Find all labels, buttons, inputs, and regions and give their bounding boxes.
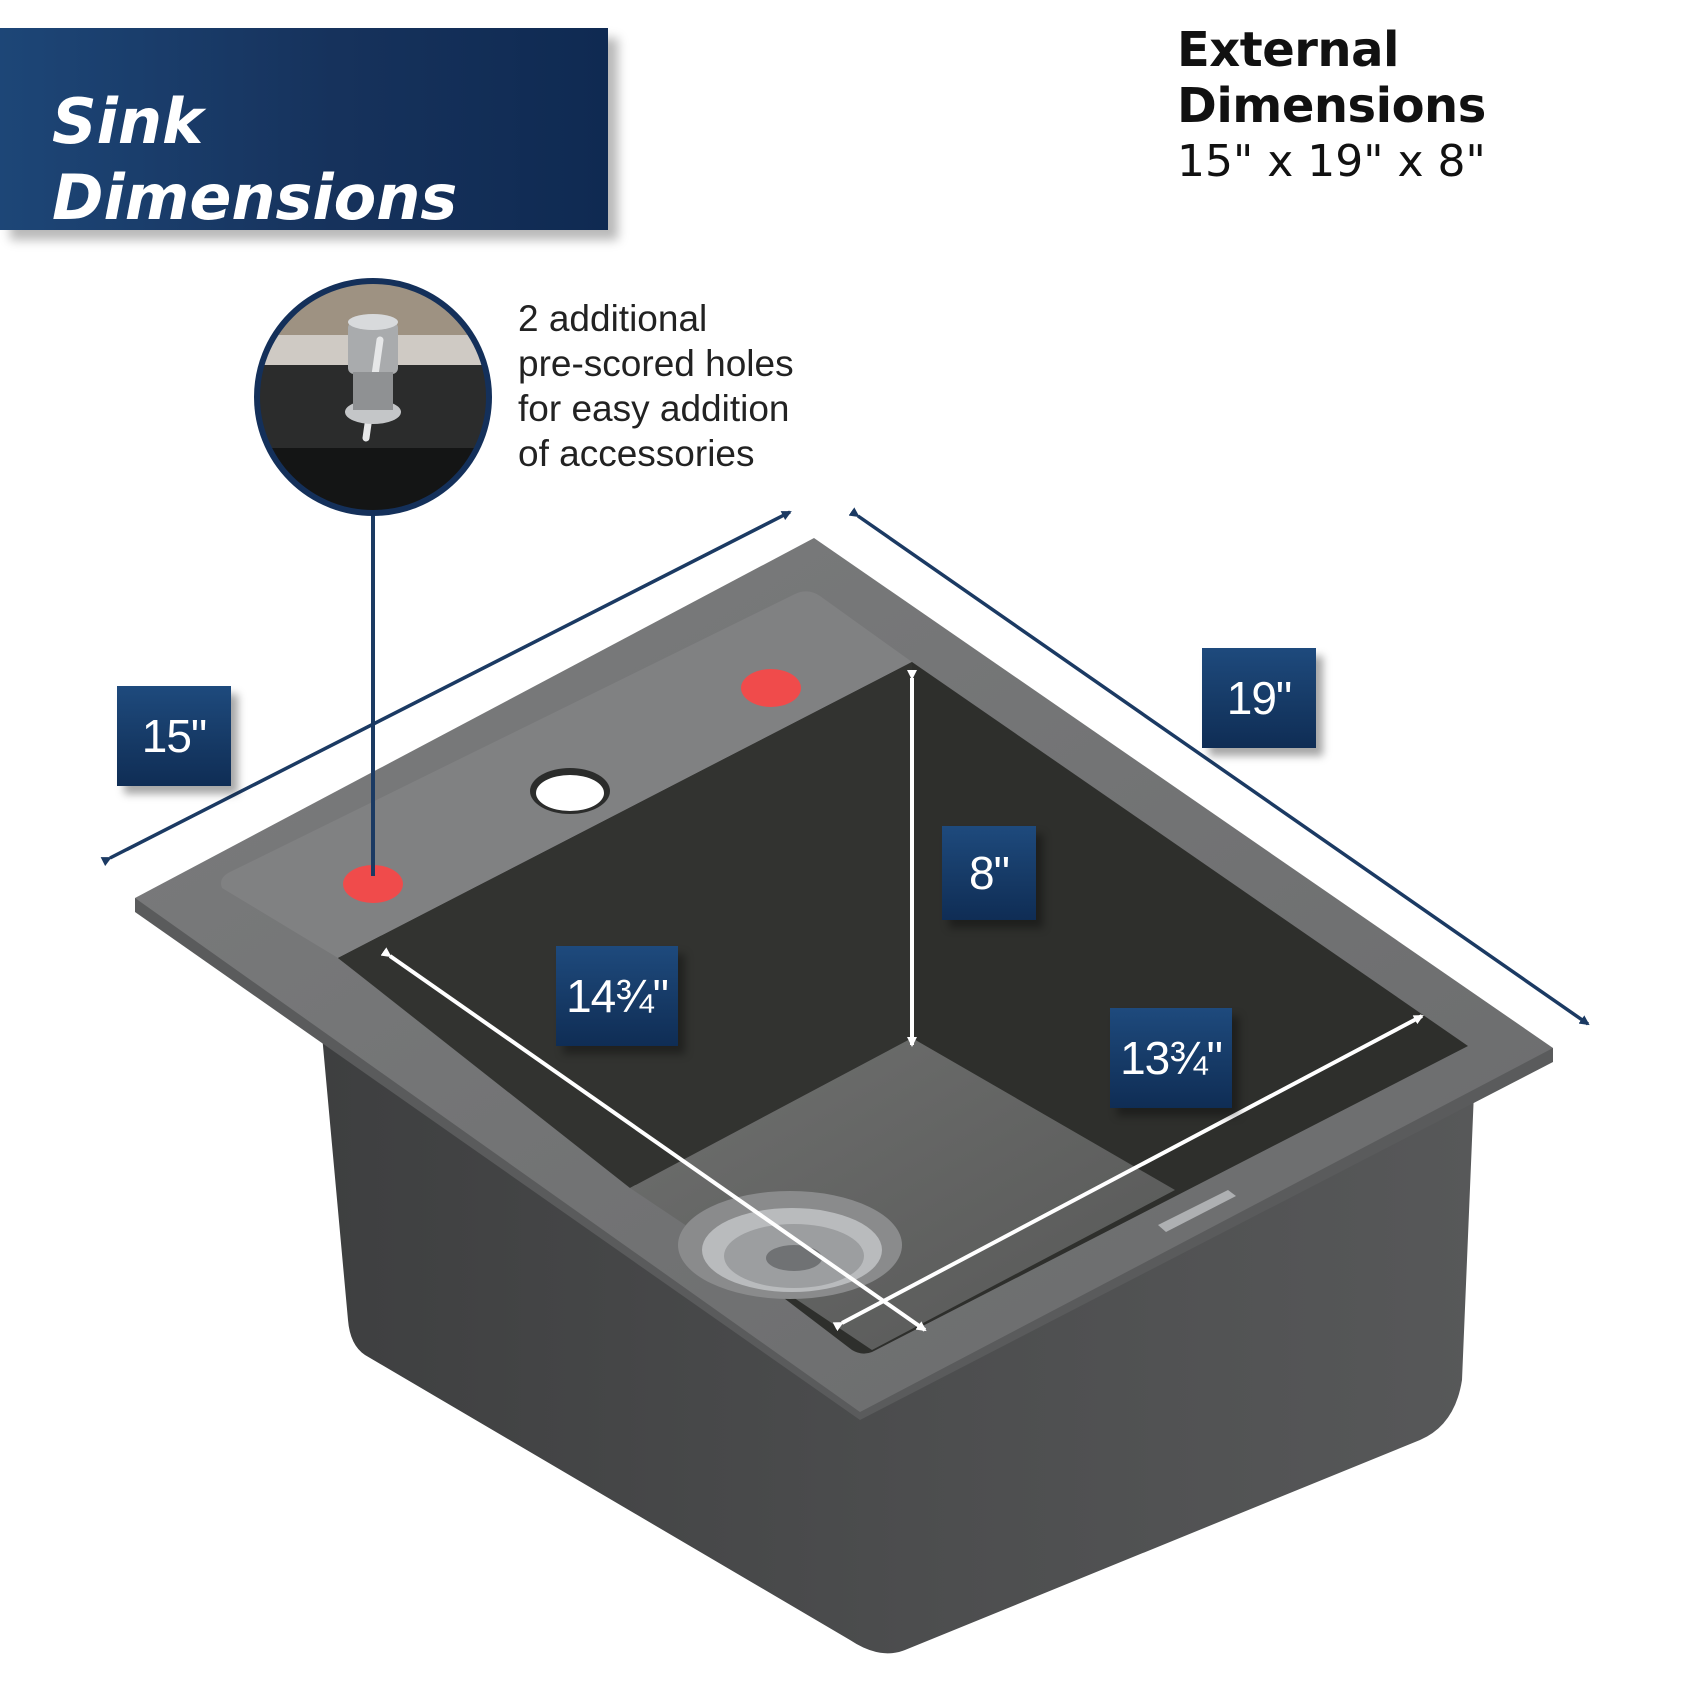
width-label: 15" [117,686,231,786]
prescored-holes-note: 2 additional pre-scored holes for easy a… [518,296,794,476]
inner-width-label: 14¾" [556,946,678,1046]
depth-label: 8" [942,826,1036,920]
external-dimensions-title: External Dimensions [1177,22,1486,134]
title-line-2: Dimensions [52,161,458,234]
note-line: 2 additional [518,298,708,339]
external-dimensions: External Dimensions 15" x 19" x 8" [1177,22,1690,190]
drain-icon [678,1191,902,1299]
note-line: pre-scored holes [518,343,794,384]
prescored-hole-right [741,669,801,707]
width-arrow [100,510,792,867]
length-label: 19" [1202,648,1316,748]
page-title: Sink Dimensions [52,84,457,236]
inner-length-label: 13¾" [1110,1008,1232,1108]
title-banner: Sink Dimensions [0,28,608,234]
prescored-hole-left [343,865,403,903]
note-line: for easy addition [518,388,790,429]
external-dimensions-value: 15" x 19" x 8" [1177,136,1486,187]
length-arrow [848,507,1590,1026]
title-line-1: Sink [52,85,204,158]
soap-dispenser-inset [254,278,492,516]
note-line: of accessories [518,433,755,474]
inner-length-arrow [832,1014,1424,1332]
